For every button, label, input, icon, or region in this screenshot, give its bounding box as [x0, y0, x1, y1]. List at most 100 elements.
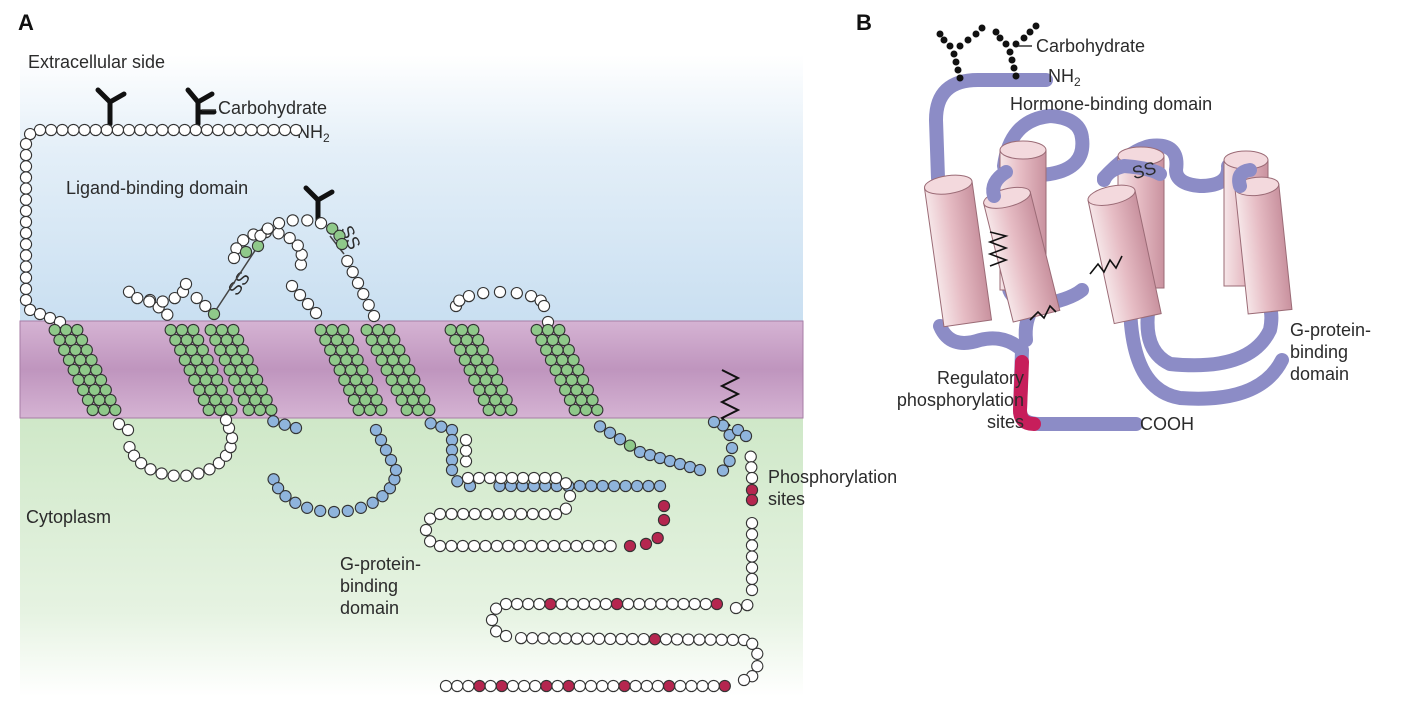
residue-bead: [351, 353, 364, 367]
residue-bead: [267, 123, 280, 137]
residue-bead: [156, 295, 169, 308]
carbohydrate-chains-b: [936, 22, 1040, 82]
residue-bead: [558, 539, 572, 553]
residue-bead: [745, 561, 759, 574]
residue-bead: [657, 499, 671, 513]
residue-bead: [495, 679, 508, 693]
residue-bead: [618, 679, 631, 693]
residue-bead: [122, 285, 136, 298]
residue-bead: [371, 323, 385, 337]
residue-bead: [145, 123, 158, 137]
residue-bead: [251, 239, 265, 253]
residue-bead: [210, 373, 224, 387]
residue-bead: [517, 679, 531, 693]
residue-bead: [111, 123, 125, 137]
panel-b: B: [856, 10, 1371, 434]
residue-bead: [390, 383, 403, 397]
residue-bead: [467, 539, 481, 553]
residue-bead: [89, 123, 102, 137]
residue-bead: [495, 383, 508, 397]
residue-bead: [653, 479, 667, 493]
residue-bead: [112, 417, 126, 431]
residue-bead: [468, 507, 481, 521]
carbohydrate-label-b: Carbohydrate: [1036, 36, 1145, 56]
residue-bead: [659, 633, 673, 646]
residue-bead: [568, 403, 581, 417]
residue-bead: [19, 137, 33, 151]
residue-bead: [456, 539, 469, 553]
residue-bead: [566, 597, 579, 611]
residue-bead: [192, 467, 205, 480]
residue-bead: [383, 323, 396, 337]
residue-bead: [472, 471, 486, 485]
ss-bond-line-1: [215, 245, 259, 311]
residue-bead: [289, 123, 303, 137]
residue-bead: [674, 679, 687, 693]
residue-bead: [411, 403, 425, 417]
residue-bead: [401, 383, 415, 397]
residue-bead: [476, 343, 489, 357]
residue-bead: [346, 265, 359, 279]
residue-bead: [265, 403, 278, 417]
residue-bead: [502, 539, 515, 553]
residue-bead: [325, 323, 339, 337]
residue-bead: [19, 182, 33, 195]
residue-bead: [271, 482, 285, 495]
residue-bead: [505, 471, 519, 485]
residue-bead: [688, 597, 701, 611]
residue-bead: [104, 393, 117, 407]
residue-bead: [314, 323, 327, 337]
receptor-ribbon: [929, 73, 1289, 431]
residue-bead: [573, 479, 586, 493]
residue-bead: [351, 276, 365, 290]
residue-bead: [526, 632, 539, 645]
residue-bead: [515, 507, 528, 521]
residue-bead: [503, 507, 516, 521]
residue-bead: [376, 490, 389, 503]
regulatory-phosphorylation-segment: [1012, 355, 1041, 431]
residue-bead: [510, 286, 523, 300]
residue-bead: [633, 597, 646, 611]
residue-bead: [370, 343, 383, 357]
residue-bead: [85, 353, 98, 367]
residue-bead: [419, 523, 433, 537]
residue-bead: [745, 528, 759, 541]
residue-bead: [651, 679, 665, 693]
residue-bead: [459, 433, 473, 447]
residue-bead: [131, 291, 144, 305]
residue-bead: [406, 393, 420, 407]
residue-bead: [630, 479, 644, 493]
residue-bead: [341, 333, 355, 347]
residue-bead: [203, 463, 216, 476]
residue-bead: [603, 426, 617, 439]
residue-bead: [693, 633, 706, 646]
residue-bead: [293, 288, 307, 302]
residue-bead: [522, 597, 535, 611]
cooh-label: COOH: [1140, 414, 1194, 434]
residue-bead: [529, 679, 542, 693]
residue-bead: [623, 439, 637, 452]
residue-bead: [285, 279, 299, 293]
residue-bead: [365, 333, 378, 347]
residue-bead: [745, 550, 759, 563]
residue-bead: [71, 323, 84, 337]
residue-bead: [537, 632, 550, 645]
residue-bead: [388, 333, 401, 347]
residue-bead: [479, 539, 492, 553]
residue-bead: [570, 632, 584, 645]
residue-bead: [526, 507, 539, 521]
residue-bead: [314, 504, 327, 518]
residue-bead: [180, 469, 193, 482]
residue-bead: [591, 403, 604, 417]
residue-bead: [354, 501, 368, 514]
residue-bead: [326, 222, 339, 235]
residue-bead: [599, 597, 613, 611]
residue-bead: [699, 597, 712, 611]
residue-bead: [677, 597, 690, 611]
residue-bead: [424, 417, 437, 430]
residue-bead: [555, 597, 568, 611]
residue-bead: [505, 403, 518, 417]
residue-bead: [374, 433, 388, 447]
